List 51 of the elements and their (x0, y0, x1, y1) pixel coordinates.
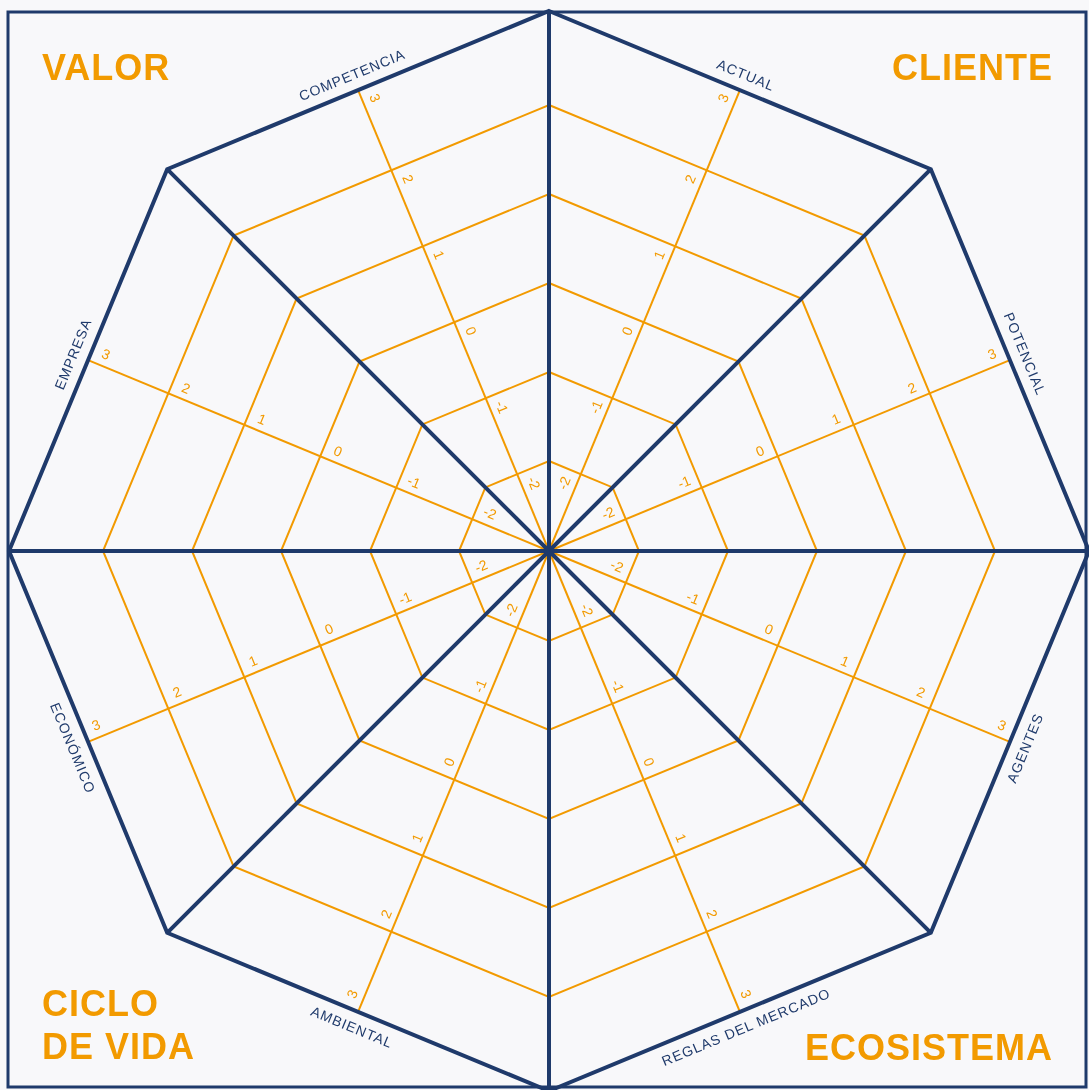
tick-label: -2 (577, 601, 596, 619)
tick-label: -2 (502, 601, 521, 619)
tick-label: 0 (619, 324, 636, 337)
tick-label: -1 (493, 398, 511, 415)
tick-label: 0 (462, 324, 479, 337)
tick-label: 1 (650, 248, 667, 261)
tick-label: 0 (322, 621, 335, 638)
tick-label: 0 (641, 755, 658, 769)
quadrant-title: VALOR (42, 46, 171, 90)
tick-label: 2 (170, 684, 183, 701)
tick-label: -2 (472, 557, 489, 576)
quadrant-title: CLIENTE (892, 46, 1053, 90)
tick-label: 0 (763, 621, 776, 638)
tick-label: 1 (431, 248, 448, 261)
tick-label: 3 (90, 717, 103, 734)
tick-label: 2 (915, 684, 928, 701)
tick-label: -1 (396, 589, 413, 607)
tick-label: 0 (440, 755, 457, 769)
tick-label: 3 (995, 717, 1008, 734)
tick-label: -1 (405, 473, 423, 491)
quadrant-title: CICLO DE VIDA (42, 982, 197, 1069)
tick-label: -2 (524, 474, 543, 491)
tick-label: 1 (673, 831, 689, 845)
tick-label: -2 (481, 504, 499, 523)
tick-label: 1 (839, 652, 852, 669)
tick-label: -1 (685, 589, 702, 607)
tick-label: -1 (609, 677, 627, 695)
tick-label: 2 (905, 379, 919, 396)
tick-label: 0 (753, 442, 767, 459)
tick-label: 2 (377, 907, 394, 921)
tick-label: -1 (675, 473, 693, 491)
tick-label: 1 (409, 831, 425, 845)
tick-label: -1 (587, 398, 605, 415)
tick-label: -2 (609, 557, 626, 576)
quadrant-title: ECOSISTEMA (804, 1027, 1053, 1070)
tick-label: -1 (471, 677, 489, 695)
tick-label: 1 (829, 411, 843, 427)
tick-label: -2 (599, 504, 617, 523)
tick-label: 3 (715, 92, 732, 105)
tick-label: 0 (331, 442, 345, 459)
tick-label: 3 (986, 346, 999, 363)
tick-label: 1 (246, 652, 259, 669)
tick-label: 2 (179, 379, 193, 396)
tick-label: 3 (344, 988, 361, 1001)
tick-label: 2 (682, 172, 699, 185)
tick-label: 1 (255, 411, 269, 427)
tick-label: 2 (704, 907, 721, 921)
tick-label: 3 (99, 346, 112, 363)
tick-label: 2 (399, 172, 416, 185)
tick-label: 3 (737, 988, 754, 1001)
tick-label: -2 (555, 474, 574, 491)
